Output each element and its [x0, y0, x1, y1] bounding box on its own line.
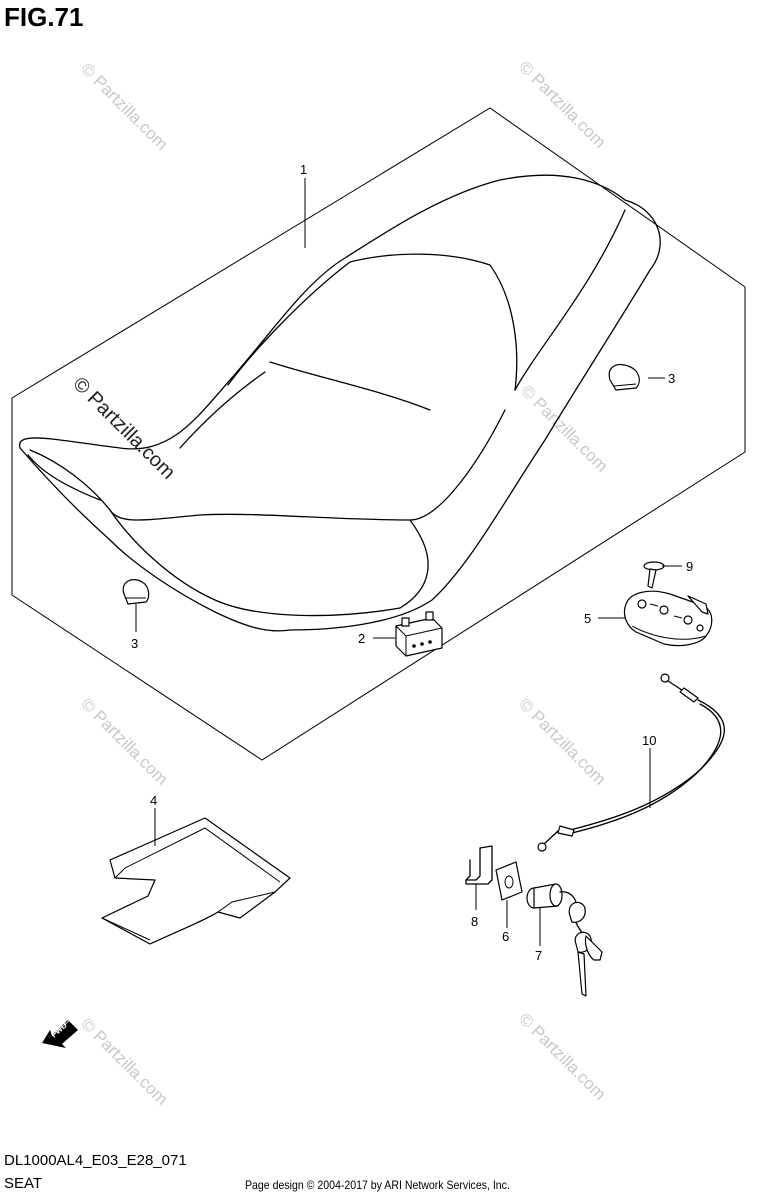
watermark: © Partzilla.com: [77, 1014, 171, 1108]
callout-6: 6: [502, 929, 509, 944]
callout-1: 1: [300, 162, 307, 177]
callout-3-left: 3: [131, 636, 138, 651]
part-4-tray: [101, 817, 291, 945]
callout-3-right: 3: [668, 371, 675, 386]
assembly-boundary: [11, 107, 746, 761]
part-7-lock-set: [526, 883, 603, 997]
copyright-credit: Page design © 2004-2017 by ARI Network S…: [245, 1178, 510, 1192]
part-6-plate: [495, 861, 523, 901]
callout-5: 5: [584, 611, 591, 626]
watermark: © Partzilla.com: [515, 57, 609, 151]
callout-10: 10: [642, 733, 656, 748]
watermarks: © Partzilla.com © Partzilla.com © Partzi…: [68, 57, 611, 1108]
part-3-cushion-right: [608, 363, 640, 391]
part-8-clip: [465, 845, 493, 885]
part-3-cushion-left: [122, 579, 150, 605]
callout-9: 9: [686, 559, 693, 574]
watermark-main: © Partzilla.com: [68, 373, 179, 484]
part-5-latch: [623, 590, 713, 647]
callout-8: 8: [471, 914, 478, 929]
watermark: © Partzilla.com: [77, 694, 171, 788]
callout-2: 2: [358, 631, 365, 646]
part-2-bracket: [395, 611, 443, 657]
model-code: DL1000AL4_E03_E28_071: [4, 1152, 187, 1169]
watermark: © Partzilla.com: [515, 694, 609, 788]
watermark: © Partzilla.com: [77, 59, 171, 153]
callout-4: 4: [150, 793, 157, 808]
part-9-screw: [643, 561, 665, 589]
watermark: © Partzilla.com: [515, 1009, 609, 1103]
section-name: SEAT: [4, 1175, 43, 1192]
seat-drawing: [19, 174, 661, 632]
part-10-cable: [537, 673, 726, 852]
leader-lines: [135, 178, 682, 946]
fwd-arrow: FWD: [42, 1019, 78, 1048]
figure-title: FIG.71: [4, 2, 84, 32]
callouts: 1 3 3 2 5 9 10 4 8 6 7: [131, 162, 693, 963]
callout-7: 7: [535, 948, 542, 963]
